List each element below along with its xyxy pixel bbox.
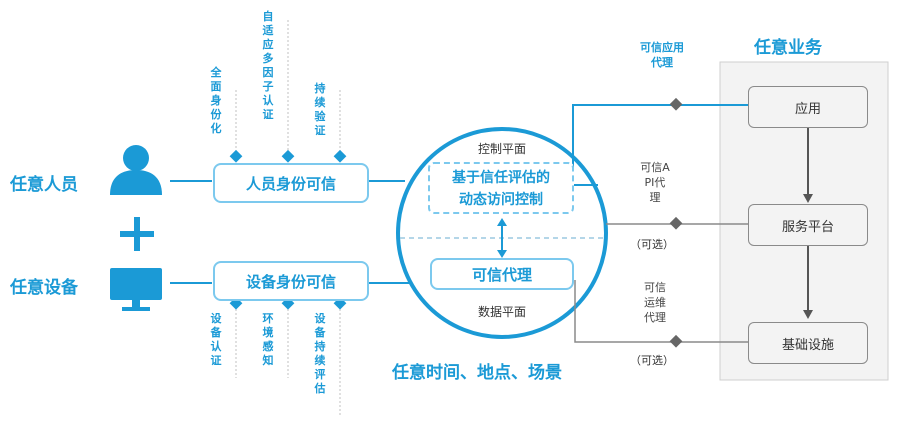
ops-optional-label: （可选） [630,354,674,367]
service-platform-box: 服务平台 [748,204,868,246]
monitor-icon [110,268,162,311]
any-people-label: 任意人员 [10,175,78,195]
ops-proxy-label: 可信运维代理 [644,281,666,324]
app-proxy-label: 可信应用代理 [640,41,684,69]
app-proxy-line [572,104,748,186]
factor-device-auth: 设备认证 [210,312,222,367]
infrastructure-box: 基础设施 [748,322,868,364]
factor-diamond [281,149,295,163]
anytime-anywhere-caption: 任意时间、地点、场景 [392,363,562,383]
any-device-label: 任意设备 [10,278,78,298]
factor-env-sense: 环境感知 [262,312,274,367]
factor-diamond [333,149,347,163]
factor-diamond [229,149,243,163]
people-identity-trust-box: 人员身份可信 [213,163,369,203]
factor-full-identity: 全面身份化 [210,66,222,135]
any-business-title: 任意业务 [754,38,822,58]
data-plane-label: 数据平面 [477,305,526,319]
control-plane-label: 控制平面 [477,142,526,156]
trusted-proxy-box: 可信代理 [430,258,574,290]
device-identity-trust-box: 设备身份可信 [213,261,369,301]
control-box-line-1: 基于信任评估的 [452,170,550,186]
api-optional-label: （可选） [630,238,674,251]
app-box: 应用 [748,86,868,128]
ops-proxy-line [574,280,748,343]
control-box-line-2: 动态访问控制 [459,192,543,208]
factor-continuous-verify: 持续验证 [314,82,326,137]
factor-mfa: 自适应多因子认证 [262,10,274,121]
factor-device-eval: 设备持续评估 [314,312,326,395]
person-icon [110,145,162,195]
api-proxy-label: 可信API代理 [640,161,670,204]
dynamic-access-control-box: 基于信任评估的 动态访问控制 [428,162,574,214]
